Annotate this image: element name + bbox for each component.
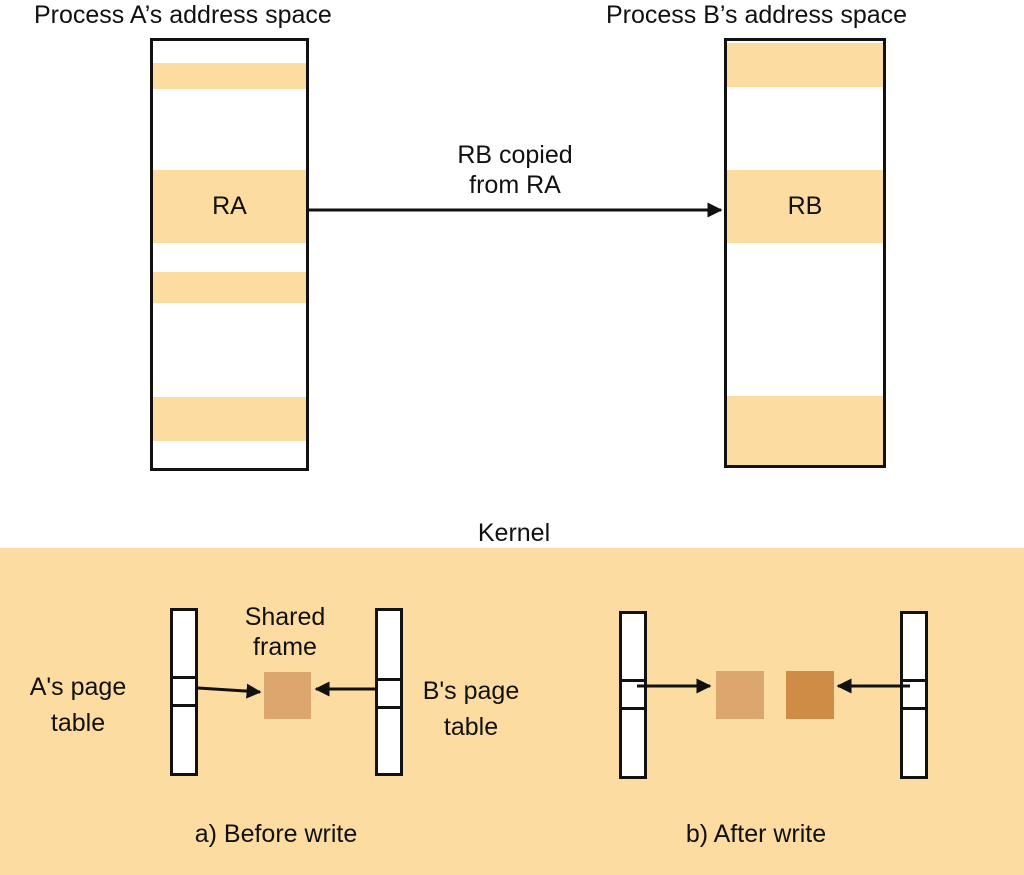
region-ra-label: RA: [212, 192, 247, 220]
process-a-region: [153, 397, 306, 441]
copied-frame: [786, 671, 834, 719]
process-b-region: [727, 43, 883, 87]
page-table-entry-border: [903, 679, 925, 682]
a-page-table: [170, 608, 198, 776]
process-a-title: Process A’s address space: [34, 1, 332, 29]
copy-label-line-2: from RA: [469, 171, 561, 199]
page-table-entry-border: [173, 676, 195, 679]
b-page-table: [375, 608, 403, 776]
after-write-caption: b) After write: [685, 820, 827, 848]
process-a-address-space: RA: [150, 38, 309, 471]
original-frame: [716, 671, 764, 719]
shared-frame-label: Shared frame: [226, 602, 344, 662]
process-a-region-ra: RA: [153, 170, 306, 243]
shared-frame-label-line-1: Shared: [244, 603, 326, 631]
page-table-entry-border: [622, 679, 644, 682]
process-b-region: [727, 396, 883, 465]
shared-frame: [264, 672, 311, 719]
process-a-region: [153, 63, 306, 89]
b-page-table-label-line-1: B's page: [422, 677, 520, 705]
a-page-table-after: [619, 611, 647, 779]
a-page-table-label: A's page table: [16, 669, 140, 742]
page-table-entry-border: [622, 707, 644, 710]
region-rb-label: RB: [787, 192, 823, 220]
copy-label-line-1: RB copied: [457, 141, 573, 169]
process-b-address-space: RB: [724, 38, 886, 468]
shared-frame-label-line-2: frame: [253, 633, 317, 661]
page-table-entry-border: [173, 704, 195, 707]
b-page-table-label-line-2: table: [443, 713, 499, 742]
process-b-region-rb: RB: [727, 170, 883, 243]
page-table-entry-border: [378, 678, 400, 681]
b-page-table-label: B's page table: [406, 673, 536, 746]
kernel-title: Kernel: [477, 519, 551, 547]
copy-label: RB copied from RA: [420, 140, 610, 200]
page-table-entry-border: [378, 706, 400, 709]
b-page-table-after: [900, 611, 928, 779]
process-a-region: [153, 272, 306, 303]
a-page-table-label-line-1: A's page: [29, 673, 127, 701]
a-page-table-label-line-2: table: [50, 709, 106, 738]
before-write-caption: a) Before write: [194, 820, 358, 848]
process-b-title: Process B’s address space: [606, 1, 908, 29]
page-table-entry-border: [903, 707, 925, 710]
